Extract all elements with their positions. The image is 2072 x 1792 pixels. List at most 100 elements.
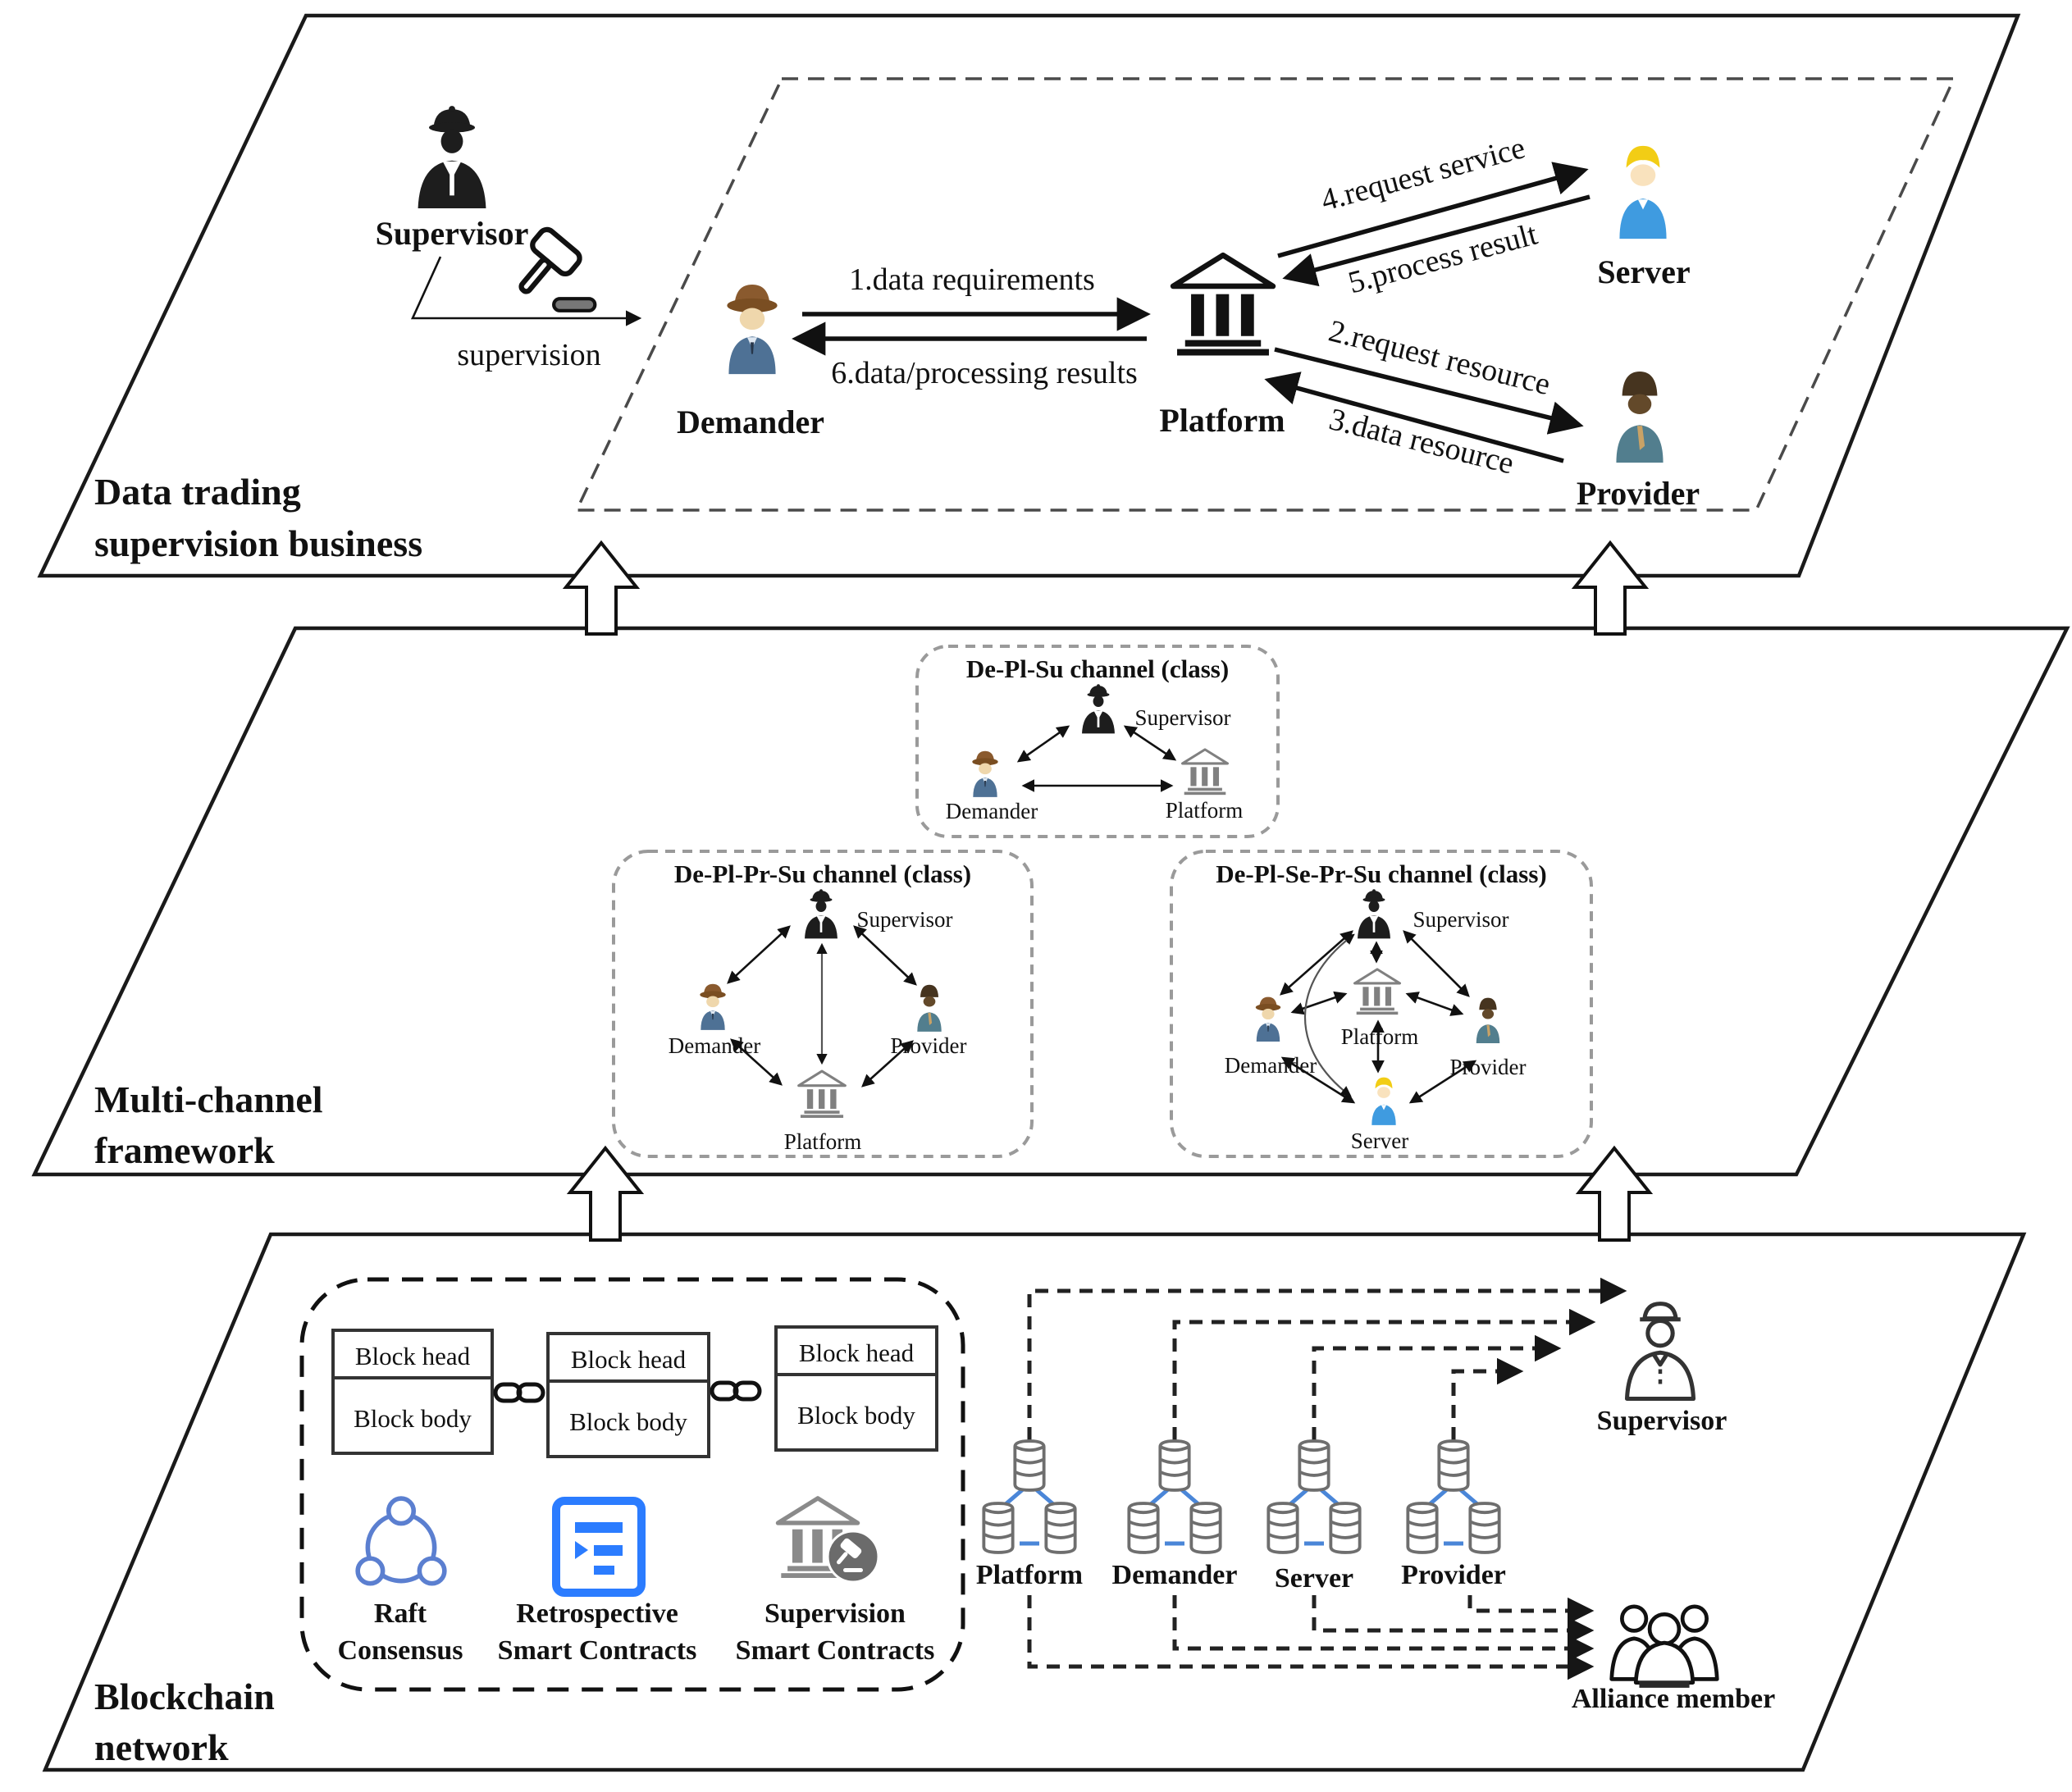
database-icon — [1046, 1503, 1075, 1553]
blockchain-layer-title-line1: Blockchain — [94, 1676, 275, 1717]
arrow-demander-platform — [730, 1038, 783, 1086]
server-label: Server — [1597, 253, 1690, 290]
blockchain-supervisor-label: Supervisor — [1597, 1406, 1727, 1436]
arrow-server-provider — [1408, 1060, 1477, 1104]
flow4-arrow — [1277, 162, 1589, 258]
arrow-supervisor-platform — [1123, 725, 1177, 761]
raft-label-line2: Consensus — [337, 1635, 463, 1666]
cluster-demander-label: Demander — [1112, 1560, 1238, 1590]
db-cluster-server: Server — [1268, 1441, 1359, 1594]
alliance-member-icon — [1612, 1607, 1718, 1688]
database-icon — [1470, 1503, 1499, 1553]
block-chain: Block head Block body Block head Block b… — [331, 1325, 938, 1458]
layer-business: Data trading supervision business Superv… — [37, 13, 2021, 578]
database-icon — [1439, 1441, 1467, 1490]
arrow-demander-supervisor — [1016, 725, 1070, 763]
database-icon — [1408, 1503, 1436, 1553]
demander-label: Demander — [677, 404, 824, 440]
layer-channels: Multi-channel framework De-Pl-Su channel… — [31, 626, 2070, 1177]
layer-connector-arrows — [562, 540, 1654, 1242]
block-2-head: Block head — [571, 1345, 687, 1374]
database-icon — [984, 1503, 1012, 1553]
business-layer-title-line1: Data trading — [94, 471, 301, 513]
supervisor-label: Supervisor — [1135, 705, 1231, 730]
server-to-alliance-connector — [1312, 1595, 1595, 1644]
flow1-label: 1.data requirements — [849, 262, 1095, 297]
platform-label: Platform — [1159, 402, 1285, 439]
block-3-body: Block body — [797, 1401, 915, 1429]
demander-to-supervisor-connector — [1172, 1308, 1596, 1440]
supervision-contract-icon — [778, 1498, 880, 1584]
server-to-supervisor-connector — [1312, 1334, 1562, 1440]
cluster-provider-label: Provider — [1401, 1560, 1506, 1590]
business-layer-panel — [37, 13, 2021, 578]
retrospective-label-line1: Retrospective — [516, 1598, 678, 1629]
business-layer-title-line2: supervision business — [94, 522, 422, 564]
layer-blockchain: Blockchain network Block head Block body… — [42, 1232, 2027, 1772]
provider-label: Provider — [1577, 475, 1700, 512]
cluster-server-label: Server — [1275, 1563, 1353, 1594]
provider-to-supervisor-connector — [1451, 1357, 1524, 1440]
retrospective-contract-icon — [556, 1501, 641, 1593]
arrow-supervisor-provider — [853, 925, 917, 986]
arrow-demander-supervisor — [727, 925, 791, 984]
channel-de-pl-se-pr-su: De-Pl-Se-Pr-Su channel (class) Superviso… — [1170, 850, 1593, 1158]
channel-de-pl-se-pr-su-title: De-Pl-Se-Pr-Su channel (class) — [1216, 860, 1547, 888]
channel-layer-title-line1: Multi-channel — [94, 1078, 323, 1120]
arrow-supervisor-provider — [1403, 930, 1470, 997]
block-1-head: Block head — [355, 1342, 471, 1370]
demander-to-alliance-connector — [1172, 1595, 1595, 1662]
channel-de-pl-su-title: De-Pl-Su channel (class) — [966, 654, 1229, 683]
demander-label: Demander — [946, 799, 1038, 823]
supervisor-label: Supervisor — [857, 907, 953, 932]
block-3-head: Block head — [799, 1338, 915, 1367]
up-arrow-left-business — [562, 540, 641, 636]
database-icon — [1129, 1503, 1157, 1553]
platform-to-alliance-connector — [1027, 1595, 1595, 1680]
cluster-platform-label: Platform — [976, 1560, 1083, 1590]
block-1-body: Block body — [354, 1404, 472, 1433]
channel-de-pl-se-pr-su-box — [1170, 850, 1593, 1158]
up-arrow-right-business — [1571, 540, 1650, 636]
alliance-member-label: Alliance member — [1572, 1684, 1775, 1714]
platform-label: Platform — [784, 1129, 862, 1154]
flow5-arrow — [1282, 194, 1591, 287]
arrow-provider-platform — [861, 1040, 914, 1088]
supervision-sc-label-line1: Supervision — [764, 1598, 906, 1629]
block-2 — [546, 1332, 710, 1458]
arrow-platform-provider — [1405, 992, 1464, 1016]
chain-link-icon — [493, 1382, 545, 1403]
provider-to-alliance-connector — [1467, 1595, 1595, 1625]
block-2-body: Block body — [569, 1407, 687, 1436]
up-arrow-right-channels — [1575, 1145, 1654, 1242]
supervisor-label: Supervisor — [1413, 907, 1509, 932]
supervision-sc-label-line2: Smart Contracts — [736, 1635, 935, 1666]
flow2-arrow — [1274, 347, 1584, 435]
channel-de-pl-su: De-Pl-Su channel (class) Supervisor Dema… — [915, 645, 1280, 838]
provider-label: Provider — [891, 1033, 967, 1058]
flow6-label: 6.data/processing results — [831, 356, 1138, 390]
db-cluster-platform: Platform — [976, 1441, 1083, 1590]
demander-label: Demander — [669, 1033, 760, 1058]
db-cluster-provider: Provider — [1401, 1441, 1506, 1590]
blockchain-layer-title-line2: network — [94, 1726, 229, 1768]
database-icon — [1299, 1441, 1328, 1490]
database-icon — [1330, 1503, 1359, 1553]
arrow-supervisor-server-curve — [1304, 933, 1355, 1097]
raft-label-line1: Raft — [374, 1598, 427, 1629]
platform-label: Platform — [1166, 798, 1244, 823]
block-1 — [331, 1329, 494, 1455]
channel-de-pl-pr-su-title: De-Pl-Pr-Su channel (class) — [674, 860, 971, 888]
up-arrow-left-channels — [566, 1145, 645, 1242]
supervision-arrow-label: supervision — [457, 338, 600, 372]
platform-label: Platform — [1341, 1024, 1419, 1049]
channel-layer-title-line2: framework — [94, 1129, 275, 1171]
retrospective-label-line2: Smart Contracts — [498, 1635, 697, 1666]
arrow-demander-platform — [1290, 991, 1348, 1015]
supervision-arrow — [410, 256, 642, 326]
database-icon — [1160, 1441, 1189, 1490]
database-icon — [1191, 1503, 1220, 1553]
server-label: Server — [1351, 1129, 1408, 1153]
